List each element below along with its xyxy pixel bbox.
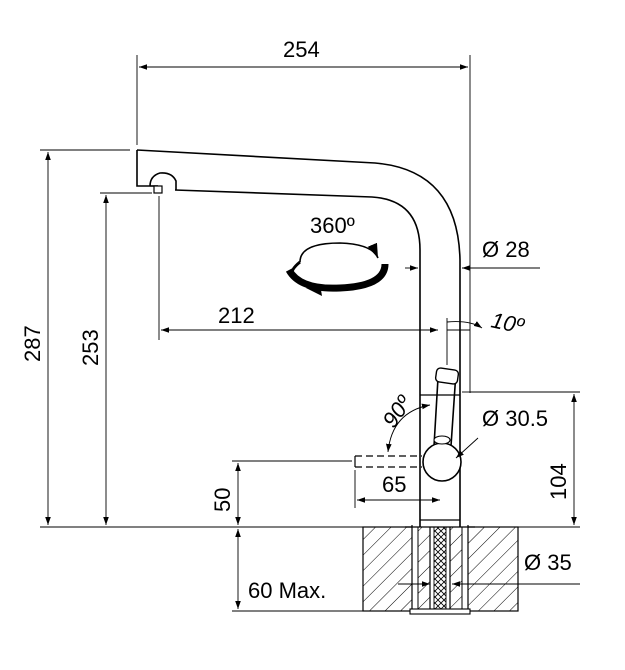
lever-height-label: 50 [210, 488, 235, 512]
spout-diameter-label: Ø 28 [482, 237, 530, 262]
dimension-lever-clearance: 65 [354, 470, 440, 508]
dimension-deck-thickness: 60 Max. [232, 529, 363, 612]
overall-reach-label: 254 [283, 37, 320, 62]
deck-thickness-label: 60 Max. [248, 578, 326, 603]
dimension-body-height: 104 [472, 394, 580, 528]
spout-reach-label: 212 [218, 303, 255, 328]
outlet-height-label: 253 [78, 329, 103, 366]
lever-tilt-label: 10º [489, 307, 527, 338]
lever-swing-label: 90º [377, 390, 417, 432]
dimension-overall-height: 287 [20, 149, 363, 528]
rotation-indicator: 360º [285, 213, 389, 296]
dimension-lever-swing: 90º [377, 390, 431, 453]
dimension-body-diameter: Ø 30.5 [455, 391, 580, 459]
lever-clearance-label: 65 [382, 472, 406, 497]
dimension-spout-reach: 212 [158, 196, 438, 340]
overall-height-label: 287 [20, 325, 45, 362]
faucet-outline [136, 149, 462, 527]
countertop-section [362, 525, 519, 615]
dimension-spout-diameter: Ø 28 [405, 237, 540, 271]
body-height-label: 104 [546, 463, 571, 500]
dimension-outlet-height: 253 [78, 192, 152, 525]
hole-diameter-label: Ø 35 [524, 550, 572, 575]
dimension-lever-tilt: 10º [446, 307, 527, 365]
body-diameter-label: Ø 30.5 [482, 406, 548, 431]
dimension-overall-reach: 254 [136, 37, 471, 393]
dimension-lever-height: 50 [210, 460, 352, 525]
dimension-hole-diameter: Ø 35 [398, 550, 580, 587]
rotation-label: 360º [310, 213, 355, 238]
